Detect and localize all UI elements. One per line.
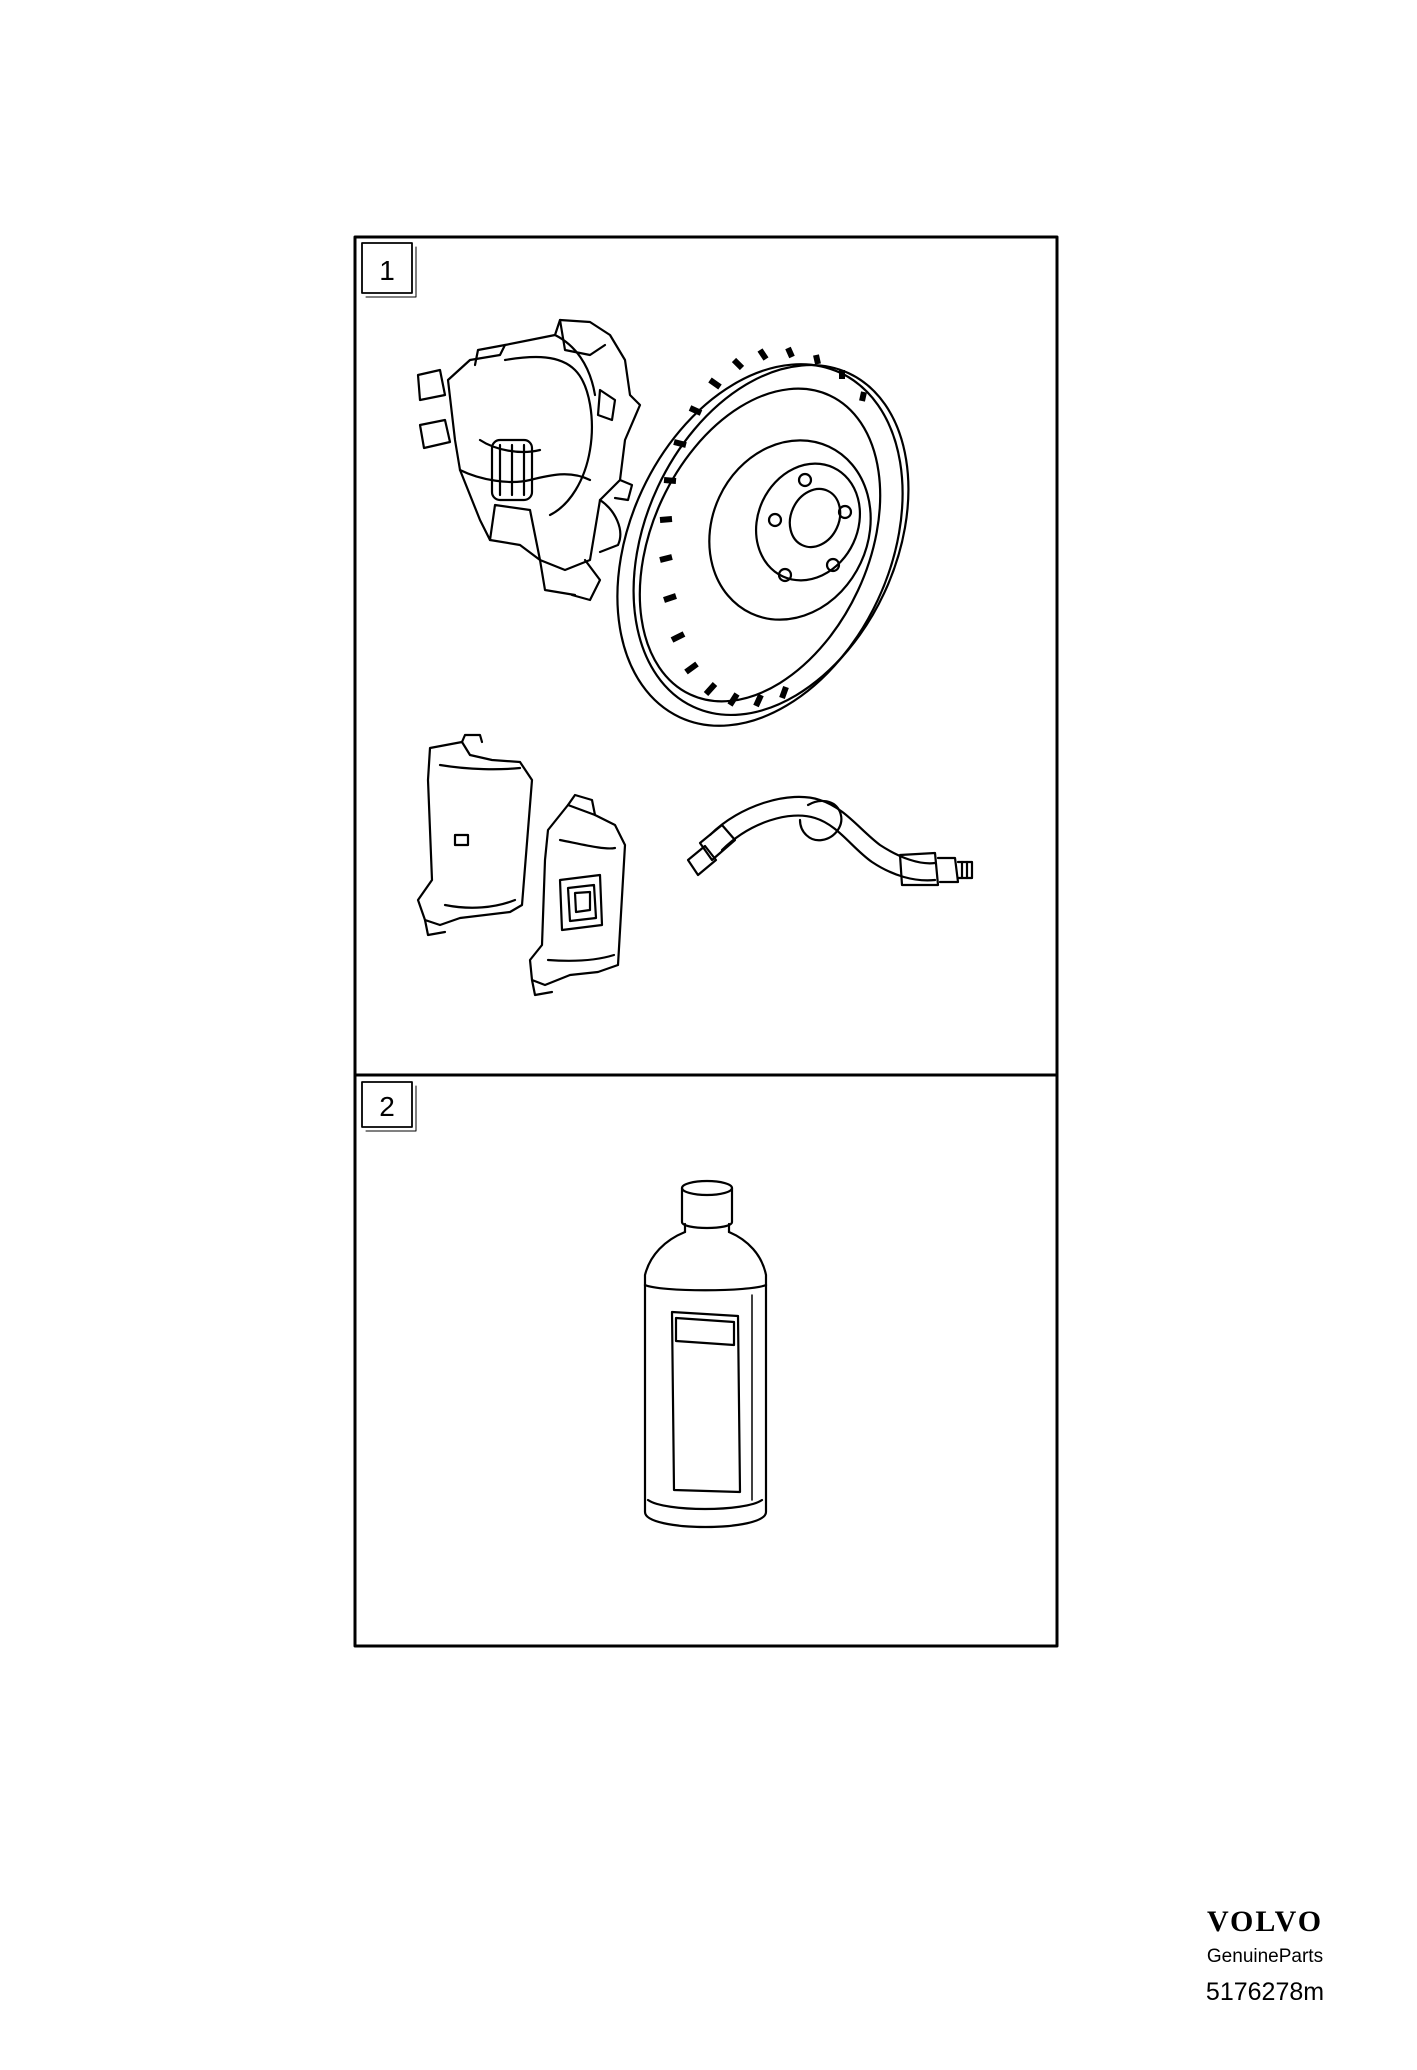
volvo-logo: VOLVO — [1206, 1905, 1324, 1938]
illustration-reference-code: 5176278m — [1205, 1978, 1325, 2006]
panel-2-frame — [353, 1073, 1059, 1648]
genuine-parts-tagline: GenuineParts — [1206, 1946, 1324, 1967]
brake-pad-illustration-2 — [528, 793, 627, 997]
panel-2-number-box — [361, 1081, 417, 1132]
panel-1-frame — [353, 235, 1059, 1077]
brake-pad-illustration-1 — [416, 733, 534, 937]
panel-2-number: 2 — [379, 1091, 395, 1122]
brake-fluid-bottle-illustration — [643, 1179, 768, 1529]
brake-caliper-illustration — [416, 318, 642, 602]
brake-disc-illustration — [616, 346, 910, 727]
panel-1-number-box — [361, 242, 417, 298]
brake-hose-illustration — [686, 795, 974, 887]
panel-1-number: 1 — [379, 255, 395, 286]
